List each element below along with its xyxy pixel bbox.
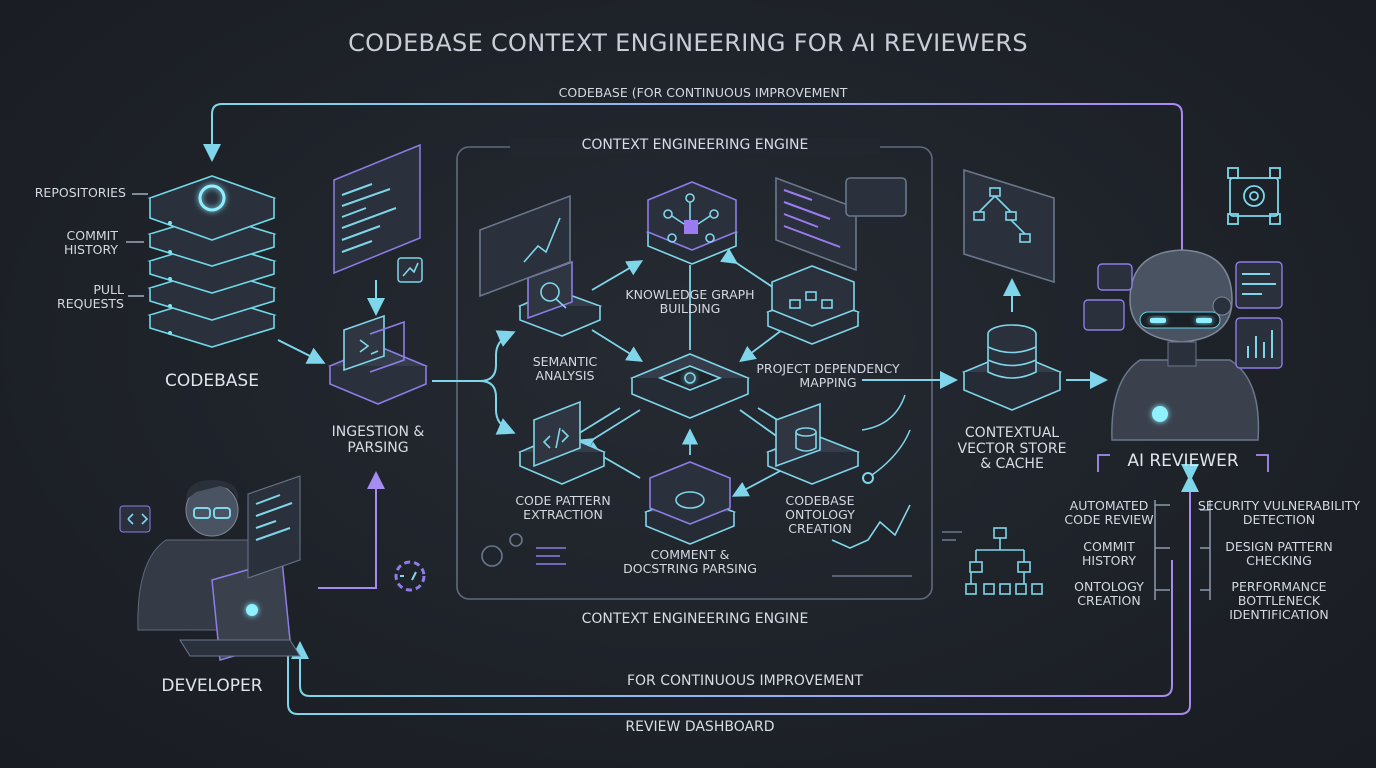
ingestion-icon xyxy=(327,314,429,405)
vector-store-label: CONTEXTUAL VECTOR STORE & CACHE xyxy=(957,425,1067,473)
dashboard-loop xyxy=(287,464,1199,715)
source-repositories: REPOSITORIES xyxy=(34,185,126,200)
top-loop-label: CODEBASE (FOR CONTINUOUS IMPROVEMENT xyxy=(558,85,848,100)
reviewer-security: SECURITY VULNERABILITY DETECTION xyxy=(1197,498,1361,527)
comment-parsing-label: COMMENT & DOCSTRING PARSING xyxy=(623,547,757,576)
source-pull-requests: PULL REQUESTS xyxy=(57,282,124,311)
code-document-icon xyxy=(333,143,423,283)
engine-label-top: CONTEXT ENGINEERING ENGINE xyxy=(510,137,880,154)
vector-store-icon xyxy=(942,168,1063,595)
semantic-analysis-label: SEMANTIC ANALYSIS xyxy=(532,354,598,383)
reviewer-performance: PERFORMANCE BOTTLENECK IDENTIFICATION xyxy=(1229,579,1329,622)
reviewer-ontology-creation: ONTOLOGY CREATION xyxy=(1074,579,1144,608)
ontology-label: CODEBASE ONTOLOGY CREATION xyxy=(785,493,855,536)
bottom-loop-label: FOR CONTINUOUS IMPROVEMENT xyxy=(626,673,864,689)
page-title: CODEBASE CONTEXT ENGINEERING FOR AI REVI… xyxy=(348,29,1028,57)
inner-bottom-loop xyxy=(291,560,1173,697)
source-commit-history: COMMIT HISTORY xyxy=(63,228,118,257)
developer-label: DEVELOPER xyxy=(161,676,263,696)
codebase-label: CODEBASE xyxy=(165,371,259,391)
top-feedback-loop xyxy=(203,103,1183,250)
engine-tiles xyxy=(479,176,912,577)
engine-label-bottom: CONTEXT ENGINEERING ENGINE xyxy=(581,611,809,627)
reviewer-design-pattern: DESIGN PATTERN CHECKING xyxy=(1225,539,1333,568)
reviewer-automated-review: AUTOMATED CODE REVIEW xyxy=(1064,498,1154,527)
code-pattern-label: CODE PATTERN EXTRACTION xyxy=(515,493,611,522)
ingestion-label: INGESTION & PARSING xyxy=(331,424,425,456)
dashboard-label[interactable]: REVIEW DASHBOARD xyxy=(625,719,775,735)
developer-illustration-icon xyxy=(119,475,426,661)
dependency-mapping-label: PROJECT DEPENDENCY MAPPING xyxy=(756,361,900,390)
reviewer-commit-history: COMMIT HISTORY xyxy=(1081,539,1137,568)
ai-reviewer-label: AI REVIEWER xyxy=(1127,451,1239,471)
ai-reviewer-robot-icon xyxy=(1083,167,1283,441)
knowledge-graph-label: KNOWLEDGE GRAPH BUILDING xyxy=(625,287,755,316)
